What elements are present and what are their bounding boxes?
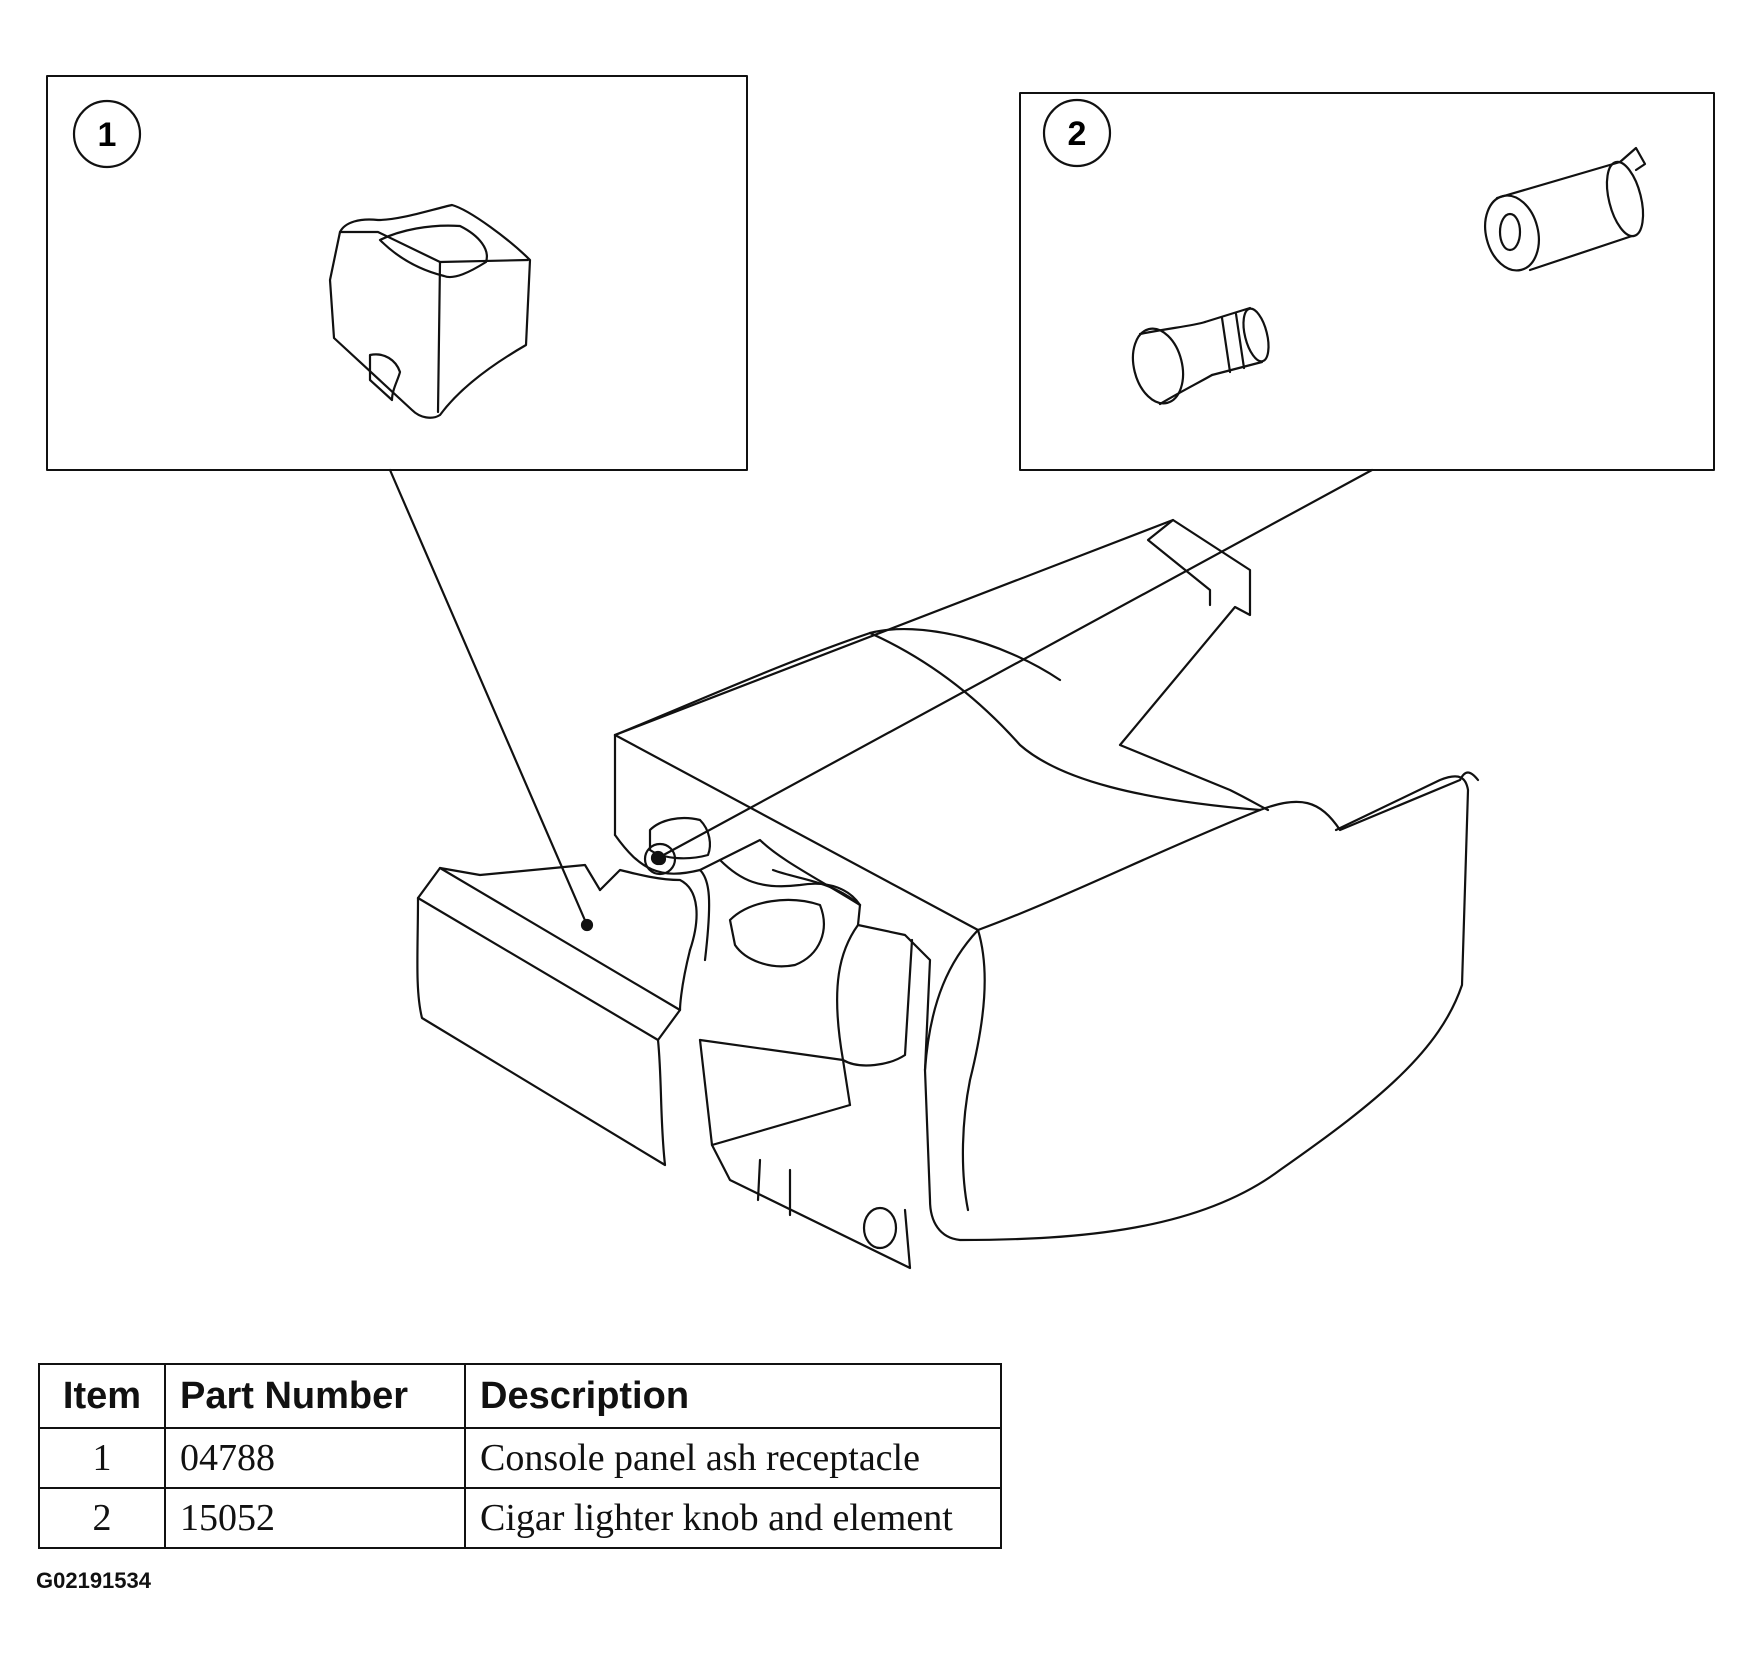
header-item: Item <box>38 1363 166 1429</box>
table-header-row: Item Part Number Description <box>38 1363 1002 1429</box>
callout-circle-2 <box>1042 98 1112 168</box>
parts-table: Item Part Number Description 1 04788 Con… <box>38 1363 1002 1549</box>
table-row: 1 04788 Console panel ash receptacle <box>38 1427 1002 1489</box>
callout-label-2: 2 <box>1068 115 1087 153</box>
row-part-number: 04788 <box>164 1427 466 1489</box>
row-description: Cigar lighter knob and element <box>464 1487 1002 1549</box>
callout-circle-1 <box>72 99 142 169</box>
callout-label-1: 1 <box>98 116 117 154</box>
table-row: 2 15052 Cigar lighter knob and element <box>38 1487 1002 1549</box>
console-assembly <box>416 518 1480 1270</box>
console-diagram: 1 2 <box>46 75 1715 1270</box>
leader-dot-1 <box>580 918 594 932</box>
lighter-knob-part <box>1131 306 1270 406</box>
detail-box-2 <box>1019 92 1715 471</box>
row-part-number: 15052 <box>164 1487 466 1549</box>
leader-line-2 <box>656 468 1374 860</box>
detail-box-1 <box>46 75 748 471</box>
row-description: Console panel ash receptacle <box>464 1427 1002 1489</box>
row-item: 1 <box>38 1427 166 1489</box>
row-item: 2 <box>38 1487 166 1549</box>
header-part-number: Part Number <box>164 1363 466 1429</box>
ash-receptacle-part <box>328 203 532 419</box>
figure-id: G02191534 <box>36 1568 151 1593</box>
leader-line-1 <box>388 468 589 927</box>
lighter-element-part <box>1484 146 1647 272</box>
header-description: Description <box>464 1363 1002 1429</box>
